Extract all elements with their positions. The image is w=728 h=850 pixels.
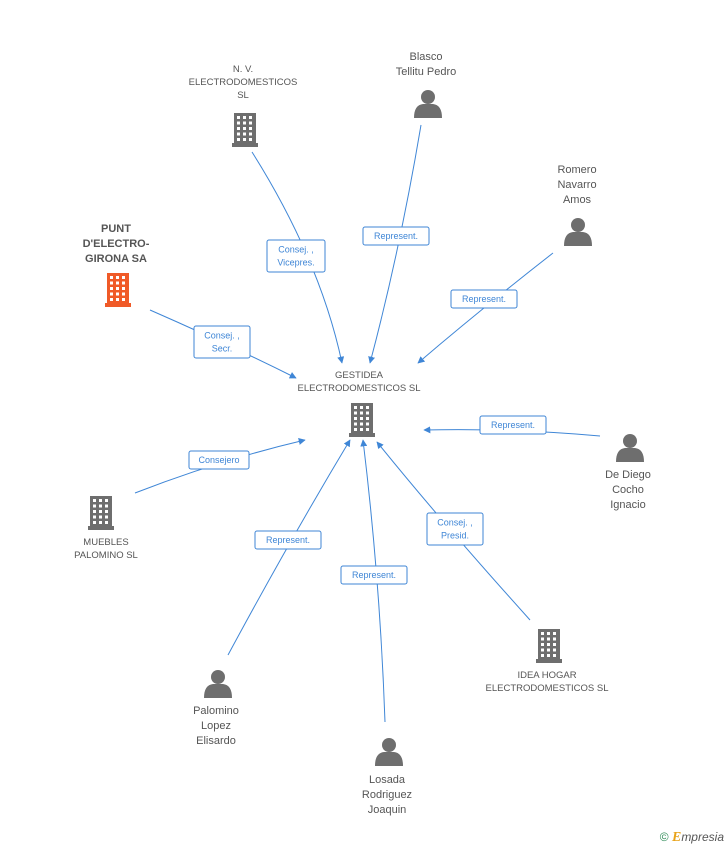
nodes-layer: GESTIDEA ELECTRODOMESTICOS SL N. V. ELECTRO… xyxy=(74,51,651,816)
node-label: D'ELECTRO- xyxy=(83,238,150,250)
edge-dediego: Represent. xyxy=(423,415,601,437)
person-icon xyxy=(204,670,232,698)
edge-line xyxy=(417,252,554,364)
node-gestidea[interactable]: GESTIDEA ELECTRODOMESTICOS SL xyxy=(298,370,421,437)
edge-label-muebles: Consejero xyxy=(188,450,250,470)
edge-punt: Consej. , Secr. xyxy=(149,309,297,379)
edge-muebles: Consejero xyxy=(134,438,306,494)
node-ideahogar[interactable]: IDEA HOGAR ELECTRODOMESTICOS SL xyxy=(486,629,609,694)
edge-label-text: Consej. , xyxy=(437,518,473,528)
edge-nv: Consej. , Vicepres. xyxy=(251,151,345,364)
building-icon xyxy=(105,273,131,307)
building-icon xyxy=(536,629,562,663)
edge-label-ideahogar: Consej. , Presid. xyxy=(426,512,484,546)
edge-label-text: Represent. xyxy=(266,535,310,545)
edge-label-romero: Represent. xyxy=(450,289,518,309)
edge-label-text: Represent. xyxy=(352,570,396,580)
building-icon xyxy=(349,403,375,437)
node-label: Lopez xyxy=(201,720,231,732)
node-label: Navarro xyxy=(557,179,596,191)
footer-brand: © Empresia xyxy=(660,830,724,846)
edge-blasco: Represent. xyxy=(362,124,430,364)
edge-label-text: Consej. , xyxy=(278,245,314,255)
edge-label-blasco: Represent. xyxy=(362,226,430,246)
node-label: Palomino xyxy=(193,705,239,717)
node-punt[interactable]: PUNT D'ELECTRO- GIRONA SA xyxy=(83,223,150,307)
node-label: MUEBLES xyxy=(83,537,128,548)
node-label: Losada xyxy=(369,774,406,786)
node-label: ELECTRODOMESTICOS xyxy=(189,77,298,88)
edge-label-dediego: Represent. xyxy=(479,415,547,435)
edge-label-text: Represent. xyxy=(462,294,506,304)
node-label: Blasco xyxy=(409,51,442,63)
brand-initial: E xyxy=(671,830,682,845)
node-label: Romero xyxy=(557,164,596,176)
edge-romero: Represent. xyxy=(417,252,554,364)
node-label: Joaquin xyxy=(368,804,407,816)
node-nv[interactable]: N. V. ELECTRODOMESTICOS SL xyxy=(189,64,298,147)
edge-label-text: Presid. xyxy=(441,531,469,541)
node-label: De Diego xyxy=(605,469,651,481)
edges-layer: Consej. , Vicepres. Represent. Represent. Co… xyxy=(134,124,601,723)
node-label: GESTIDEA xyxy=(335,370,384,381)
edge-label-losada: Represent. xyxy=(340,565,408,585)
person-icon xyxy=(375,738,403,766)
node-label: Tellitu Pedro xyxy=(396,66,457,78)
node-label: GIRONA SA xyxy=(85,253,147,265)
node-label: PUNT xyxy=(101,223,131,235)
building-icon xyxy=(88,496,114,530)
edge-label-nv: Consej. , Vicepres. xyxy=(266,239,326,273)
node-label: Rodriguez xyxy=(362,789,412,801)
person-icon xyxy=(616,434,644,462)
node-muebles[interactable]: MUEBLES PALOMINO SL xyxy=(74,496,138,561)
edge-label-text: Consejero xyxy=(198,455,239,465)
person-icon xyxy=(414,90,442,118)
node-label: Amos xyxy=(563,194,592,206)
node-label: N. V. xyxy=(233,64,253,75)
edge-palomino: Represent. xyxy=(227,439,351,656)
node-label: ELECTRODOMESTICOS SL xyxy=(298,383,421,394)
edge-label-palomino: Represent. xyxy=(254,530,322,550)
copyright-symbol: © xyxy=(659,830,669,844)
person-icon xyxy=(564,218,592,246)
building-icon xyxy=(232,113,258,147)
node-label: Ignacio xyxy=(610,499,645,511)
node-label: PALOMINO SL xyxy=(74,550,138,561)
node-label: Cocho xyxy=(612,484,644,496)
edge-label-punt: Consej. , Secr. xyxy=(193,325,251,359)
node-label: IDEA HOGAR xyxy=(517,670,576,681)
node-label: SL xyxy=(237,90,249,101)
edge-label-text: Vicepres. xyxy=(277,258,314,268)
edge-label-text: Consej. , xyxy=(204,331,240,341)
node-label: ELECTRODOMESTICOS SL xyxy=(486,683,609,694)
edge-label-text: Represent. xyxy=(374,231,418,241)
edge-losada: Represent. xyxy=(340,439,408,723)
edge-ideahogar: Consej. , Presid. xyxy=(376,441,531,621)
edge-label-text: Represent. xyxy=(491,420,535,430)
edge-label-text: Secr. xyxy=(212,344,233,354)
brand-name: mpresia xyxy=(681,830,724,844)
edge-line xyxy=(368,124,422,364)
node-label: Elisardo xyxy=(196,735,236,747)
